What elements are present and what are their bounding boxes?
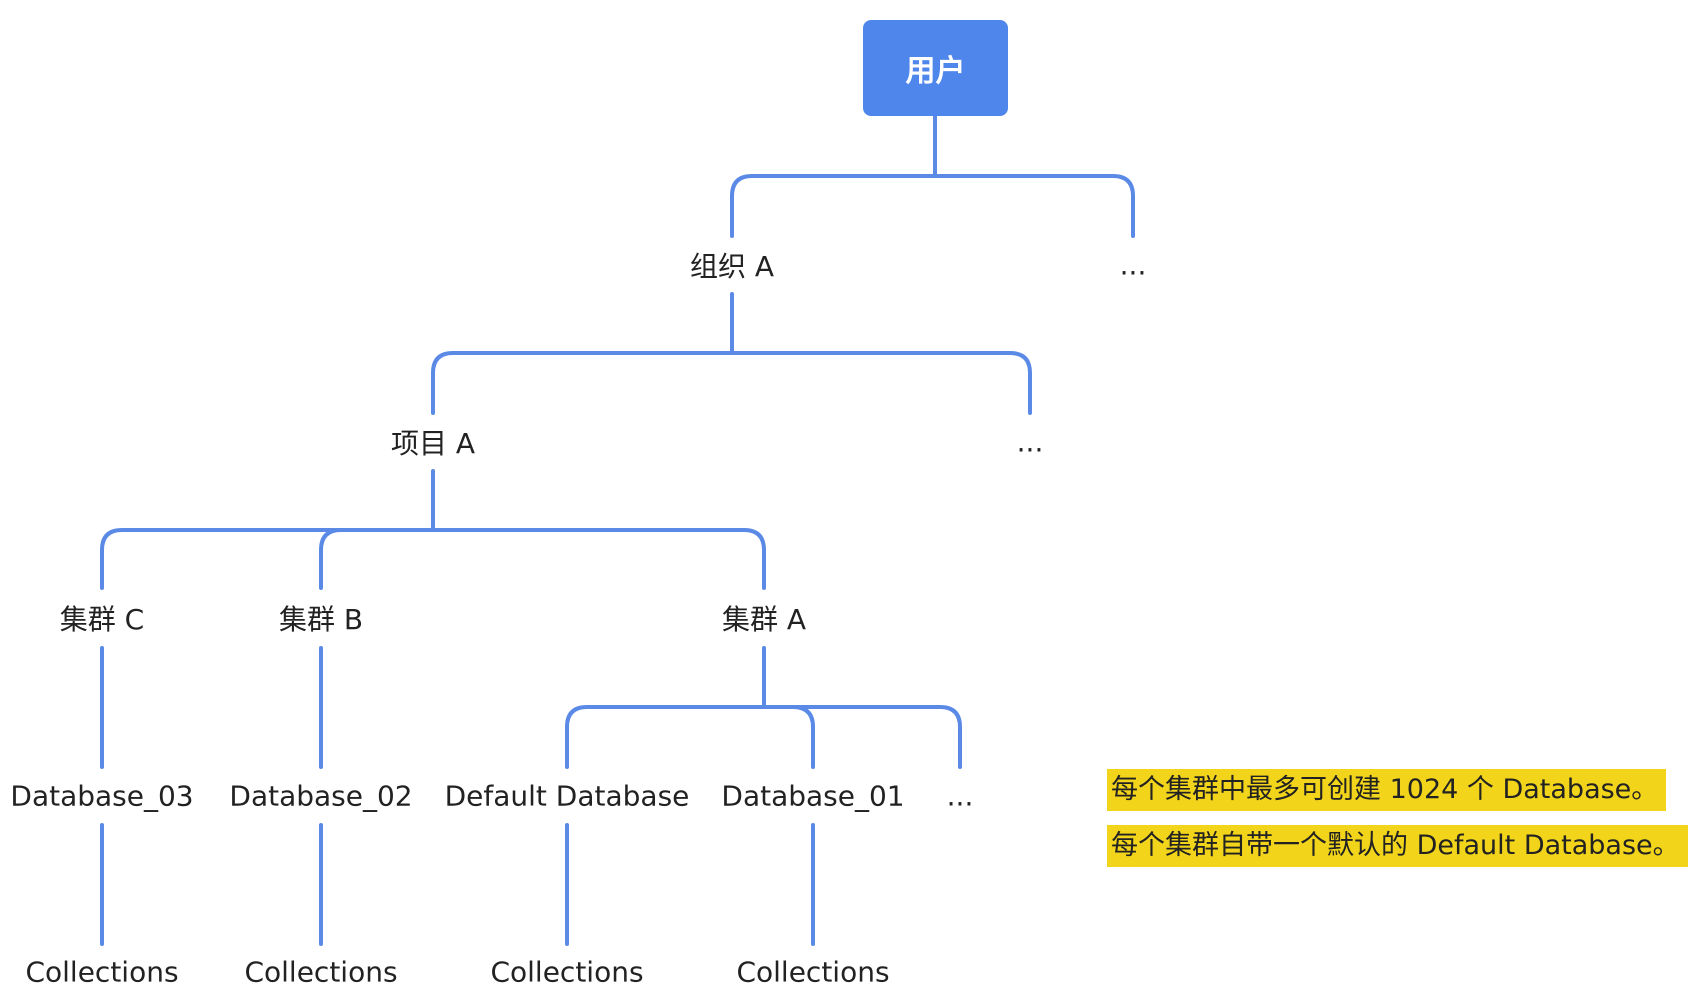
root-node-label: 用户 bbox=[905, 54, 966, 89]
node-org-more: ... bbox=[1113, 246, 1153, 284]
edge-cluster-a-branches bbox=[565, 705, 962, 769]
node-cluster-b: 集群 B bbox=[272, 596, 370, 640]
note-default-database: 每个集群自带一个默认的 Default Database。 bbox=[1107, 825, 1688, 867]
node-database-02: Database_02 bbox=[223, 777, 419, 815]
node-collections-default: Collections bbox=[484, 953, 650, 991]
edge-root-branches bbox=[730, 174, 1135, 238]
edge-project-branches bbox=[100, 528, 766, 590]
node-project-a: 项目 A bbox=[384, 420, 482, 464]
node-collections-db02: Collections bbox=[238, 953, 404, 991]
node-cluster-c: 集群 C bbox=[53, 596, 151, 640]
edge-project-branch-b bbox=[319, 528, 343, 590]
note-max-databases: 每个集群中最多可创建 1024 个 Database。 bbox=[1107, 769, 1667, 811]
node-cluster-a: 集群 A bbox=[715, 596, 813, 640]
node-database-01: Database_01 bbox=[715, 777, 911, 815]
node-default-database: Default Database bbox=[438, 777, 696, 815]
node-collections-db01: Collections bbox=[730, 953, 896, 991]
root-node-user: 用户 bbox=[863, 20, 1008, 116]
node-project-more: ... bbox=[1010, 423, 1050, 461]
node-org-a: 组织 A bbox=[683, 243, 781, 287]
node-collections-db03: Collections bbox=[19, 953, 185, 991]
node-database-more: ... bbox=[940, 777, 980, 815]
edge-cluster-a-branch-db01 bbox=[791, 705, 815, 769]
edge-org-branches bbox=[431, 351, 1032, 415]
node-database-03: Database_03 bbox=[4, 777, 200, 815]
